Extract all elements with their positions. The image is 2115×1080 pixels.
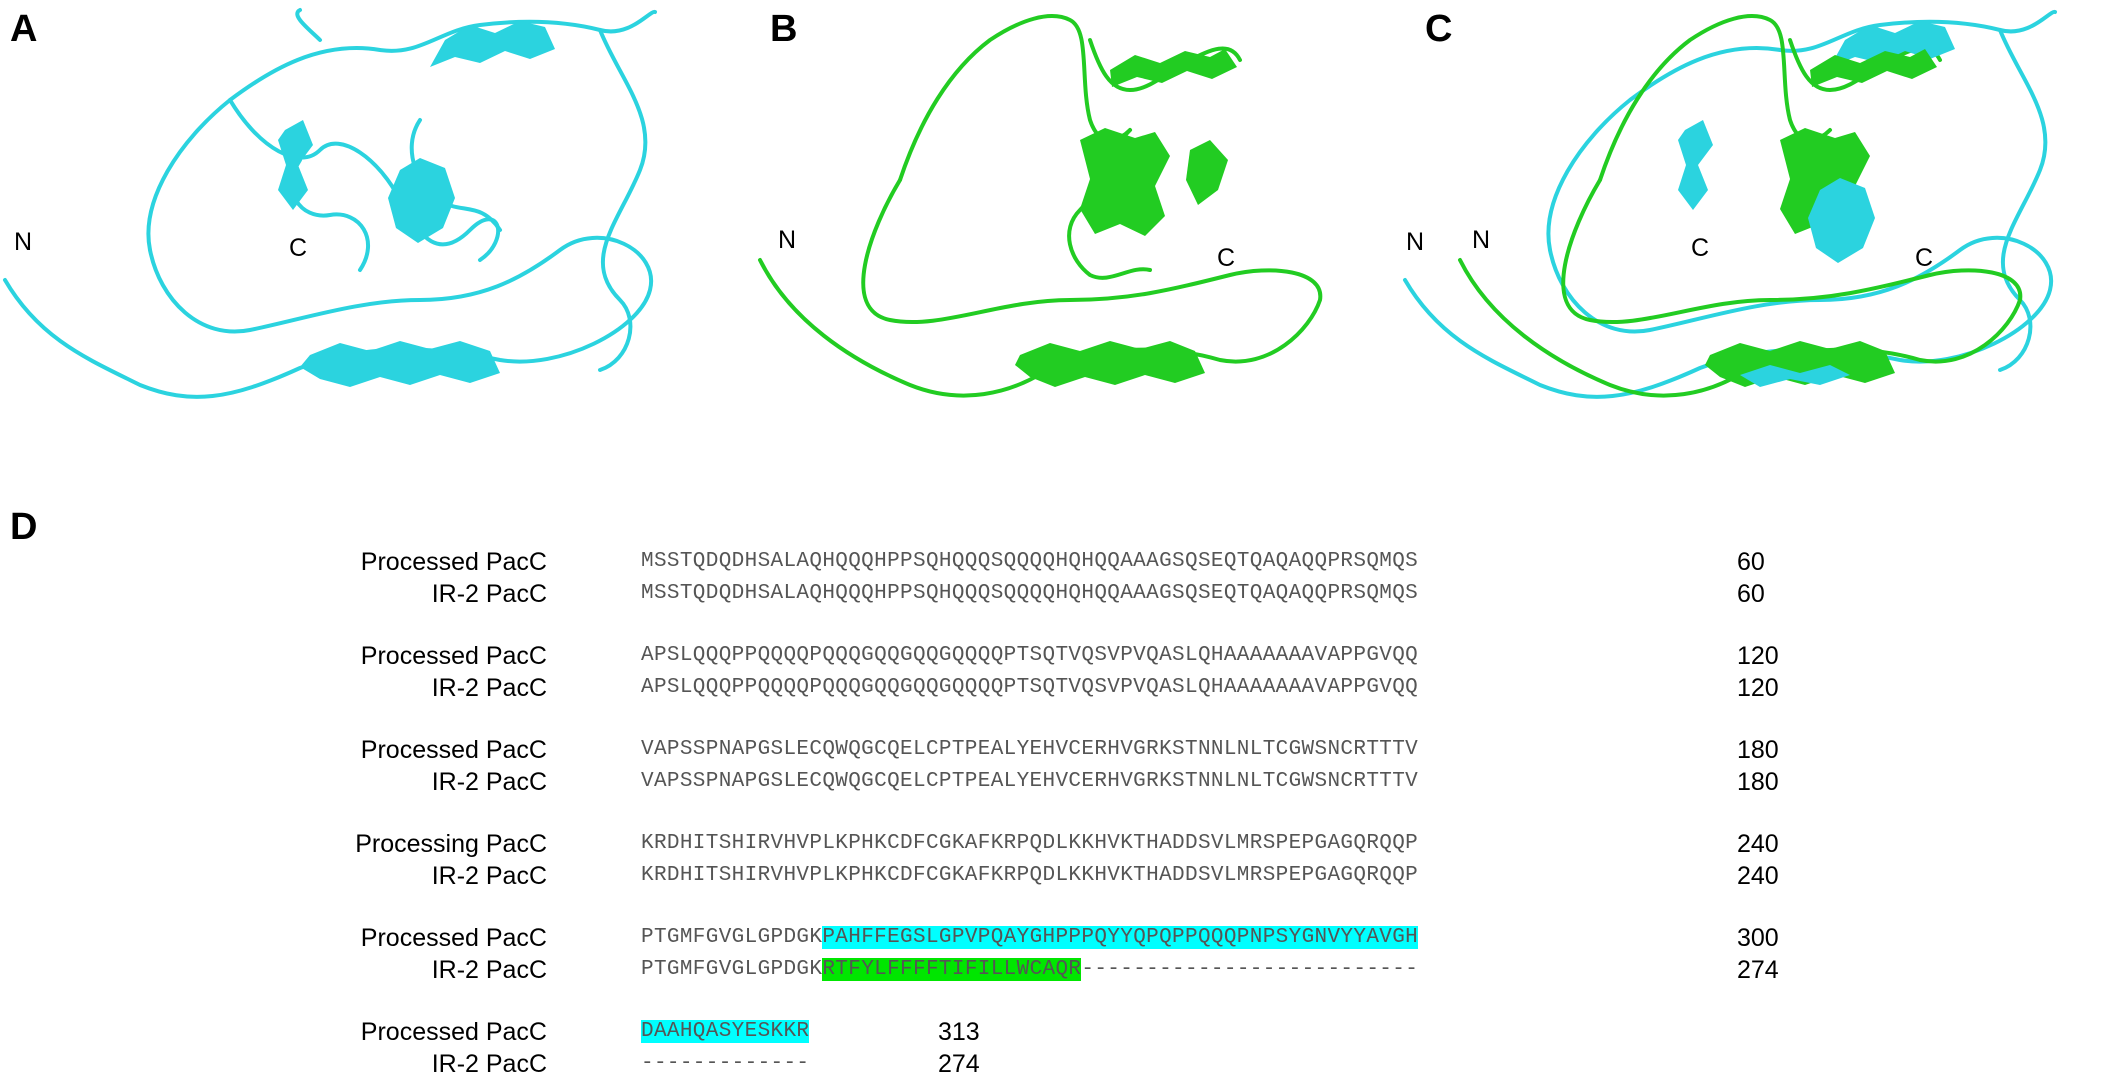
alignment-row-sequence: MSSTQDQDHSALAQHQQQHPPSQHQQQSQQQQHQHQQAAA… bbox=[641, 550, 1419, 573]
alignment-row-label: IR-2 PacC bbox=[431, 580, 547, 608]
alignment-row-label: IR-2 PacC bbox=[431, 768, 547, 796]
alignment-row-sequence: PTGMFGVGLGPDGKPAHFFEGSLGPVPQAYGHPPPQYYQP… bbox=[641, 926, 1419, 949]
alignment-row-position: 313 bbox=[938, 1018, 980, 1046]
alignment-row-sequence: APSLQQQPPQQQQPQQQGQQGQQGQQQQPTSQTVQSVPVQ… bbox=[641, 644, 1419, 667]
panel-c-structure bbox=[1400, 0, 2115, 440]
alignment-row-label: IR-2 PacC bbox=[431, 1050, 547, 1078]
panel-c-n-terminus-label-1: N bbox=[1406, 228, 1425, 256]
alignment-row-label: Processed PacC bbox=[360, 548, 547, 576]
alignment-row-sequence: PTGMFGVGLGPDGKRTFYLFFFFTIFILLWCAQR------… bbox=[641, 958, 1419, 981]
protein-ribbon-overlay-image bbox=[1403, 10, 2057, 399]
alignment-row-sequence: ------------- bbox=[641, 1052, 810, 1075]
green-highlight-segment: RTFYLFFFFTIFILLWCAQR bbox=[822, 958, 1082, 981]
alignment-row-position: 274 bbox=[1737, 956, 1779, 984]
alignment-row-label: Processed PacC bbox=[360, 1018, 547, 1046]
alignment-row-position: 60 bbox=[1737, 548, 1765, 576]
protein-ribbon-cyan-image bbox=[3, 8, 657, 399]
panel-c-c-terminus-label-1: C bbox=[1691, 234, 1710, 262]
alignment-row-position: 120 bbox=[1737, 674, 1779, 702]
alignment-row-position: 240 bbox=[1737, 862, 1779, 890]
cyan-highlight-segment: DAAHQASYESKKR bbox=[641, 1020, 810, 1043]
alignment-row-sequence: VAPSSPNAPGSLECQWQGCQELCPTPEALYEHVCERHVGR… bbox=[641, 738, 1419, 761]
alignment-row-label: IR-2 PacC bbox=[431, 862, 547, 890]
panel-c-n-terminus-label-2: N bbox=[1472, 226, 1491, 254]
alignment-row-sequence: KRDHITSHIRVHVPLKPHKCDFCGKAFKRPQDLKKHVKTH… bbox=[641, 864, 1419, 887]
panel-c-letter: C bbox=[1425, 8, 1453, 50]
alignment-row-sequence: VAPSSPNAPGSLECQWQGCQELCPTPEALYEHVCERHVGR… bbox=[641, 770, 1419, 793]
panel-a-letter: A bbox=[10, 8, 38, 50]
alignment-row-sequence: APSLQQQPPQQQQPQQQGQQGQQGQQQQPTSQTVQSVPVQ… bbox=[641, 676, 1419, 699]
panel-b-letter: B bbox=[770, 8, 798, 50]
alignment-row-label: Processed PacC bbox=[360, 736, 547, 764]
alignment-row-label: IR-2 PacC bbox=[431, 956, 547, 984]
alignment-row-position: 274 bbox=[938, 1050, 980, 1078]
alignment-row-position: 240 bbox=[1737, 830, 1779, 858]
panel-a-structure bbox=[0, 0, 740, 440]
alignment-row-position: 120 bbox=[1737, 642, 1779, 670]
cyan-highlight-segment: PAHFFEGSLGPVPQAYGHPPPQYYQPQPPQQQPNPSYGNV… bbox=[822, 926, 1419, 949]
alignment-row-label: Processed PacC bbox=[360, 642, 547, 670]
alignment-row-label: Processed PacC bbox=[360, 924, 547, 952]
alignment-row-sequence: DAAHQASYESKKR bbox=[641, 1016, 810, 1048]
alignment-row-label: Processing PacC bbox=[355, 830, 547, 858]
panel-c-c-terminus-label-2: C bbox=[1915, 244, 1934, 272]
alignment-row-position: 300 bbox=[1737, 924, 1779, 952]
panel-d-letter: D bbox=[10, 506, 38, 548]
panel-b-c-terminus-label: C bbox=[1217, 244, 1236, 272]
panel-b-structure bbox=[750, 0, 1410, 440]
panel-a-c-terminus-label: C bbox=[289, 234, 308, 262]
alignment-row-position: 60 bbox=[1737, 580, 1765, 608]
alignment-row-position: 180 bbox=[1737, 768, 1779, 796]
alignment-row-sequence: MSSTQDQDHSALAQHQQQHPPSQHQQQSQQQQHQHQQAAA… bbox=[641, 582, 1419, 605]
panel-b-n-terminus-label: N bbox=[778, 226, 797, 254]
alignment-row-sequence: KRDHITSHIRVHVPLKPHKCDFCGKAFKRPQDLKKHVKTH… bbox=[641, 832, 1419, 855]
alignment-row-position: 180 bbox=[1737, 736, 1779, 764]
panel-a-n-terminus-label: N bbox=[14, 228, 33, 256]
protein-ribbon-green-image bbox=[758, 14, 1323, 398]
alignment-row-label: IR-2 PacC bbox=[431, 674, 547, 702]
